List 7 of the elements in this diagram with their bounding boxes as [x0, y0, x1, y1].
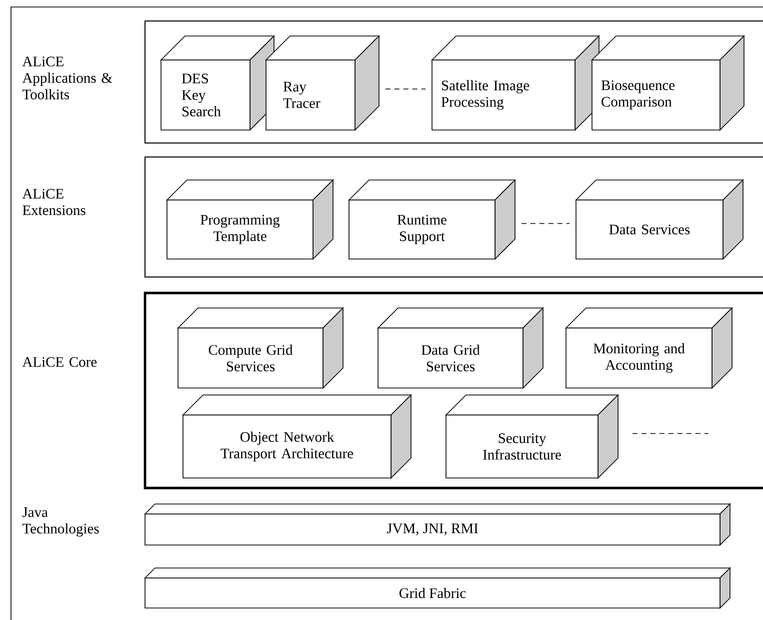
layer-label: ALiCE Core — [22, 357, 97, 367]
layer-label: ALiCE Extensions — [22, 188, 86, 216]
layer-label: ALiCE Applications & Toolkits — [22, 56, 112, 100]
layer-label: Java Technologies — [22, 507, 99, 537]
dashed-line — [521, 223, 570, 224]
dashed-line — [385, 88, 426, 90]
dashed-line — [632, 433, 709, 434]
